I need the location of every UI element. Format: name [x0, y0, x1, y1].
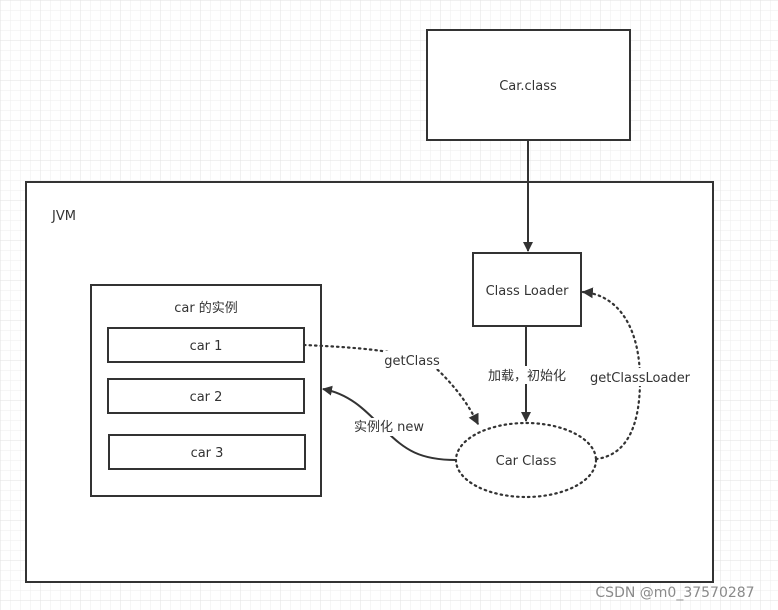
instance-label: car 2: [190, 390, 223, 405]
label-bg: [350, 418, 428, 436]
class-loader-node[interactable]: Class Loader: [472, 252, 582, 327]
car-class-file-node[interactable]: Car.class: [426, 29, 631, 141]
instance-label: car 3: [191, 446, 224, 461]
instance-car-2[interactable]: car 2: [107, 378, 305, 414]
car-class-object-label: Car Class: [496, 454, 557, 469]
label-bg: [383, 351, 443, 369]
instantiate-label: 实例化 new: [354, 420, 424, 435]
instances-title: car 的实例: [174, 300, 238, 316]
instance-label: car 1: [190, 339, 223, 354]
jvm-label: JVM: [51, 209, 76, 224]
get-class-loader-label: getClassLoader: [590, 371, 691, 386]
instance-car-3[interactable]: car 3: [108, 434, 306, 470]
load-init-label: 加载，初始化: [488, 369, 566, 384]
label-bg: [482, 366, 572, 384]
get-class-label: getClass: [384, 354, 440, 369]
instance-car-1[interactable]: car 1: [107, 327, 305, 363]
label-bg: [588, 368, 692, 386]
car-class-file-label: Car.class: [499, 79, 557, 94]
class-loader-label: Class Loader: [486, 284, 570, 299]
watermark: CSDN @m0_37570287: [595, 585, 754, 601]
